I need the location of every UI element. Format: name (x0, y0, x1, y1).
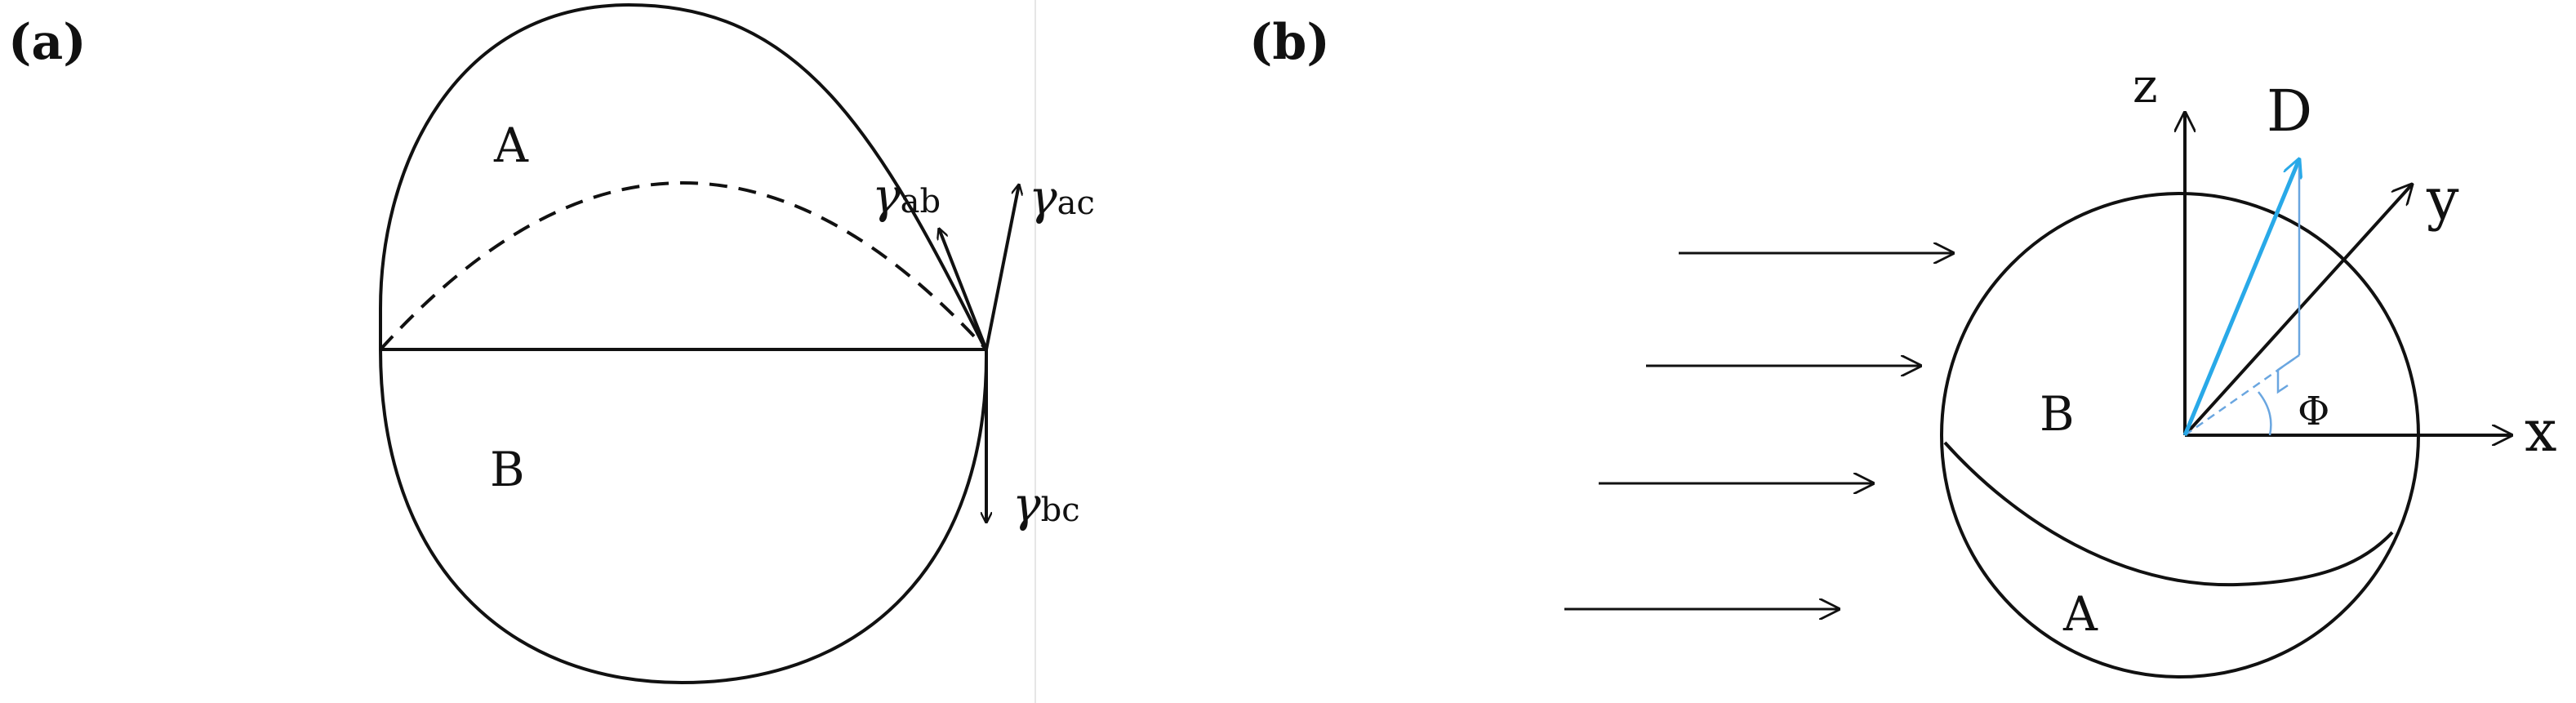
flow-arrows (1564, 253, 1953, 609)
gamma-bc-label: γbc (1012, 477, 1080, 532)
projection-lines (2184, 159, 2301, 437)
region-b-label: B (2040, 386, 2075, 442)
vector-d-label: D (2267, 78, 2312, 145)
region-b-label: B (490, 442, 525, 497)
x-axis-label: x (2525, 398, 2556, 465)
region-a-label: A (2062, 586, 2098, 642)
cap-a-outline (379, 2, 988, 352)
phi-label: Φ (2298, 389, 2329, 434)
y-axis-label: y (2426, 166, 2459, 233)
sphere-b-outline (379, 349, 989, 685)
gamma-ab-arrow (939, 229, 988, 350)
vector-d-arrow (2182, 159, 2299, 436)
panel-a-droplet (379, 2, 989, 685)
hidden-arc (379, 181, 988, 351)
ab-interface-curve (1943, 441, 2394, 587)
z-axis-label: z (2133, 58, 2158, 113)
region-a-label: A (493, 118, 529, 173)
gamma-ac-label: γac (1029, 170, 1095, 225)
panel-b-label: (b) (1249, 14, 1330, 71)
gamma-ac-arrow (985, 185, 1019, 350)
panel-a-label: (a) (8, 14, 87, 71)
gamma-ab-label: γab (872, 168, 941, 224)
phi-angle-arc (2258, 391, 2272, 436)
right-angle-marker (2276, 354, 2300, 394)
